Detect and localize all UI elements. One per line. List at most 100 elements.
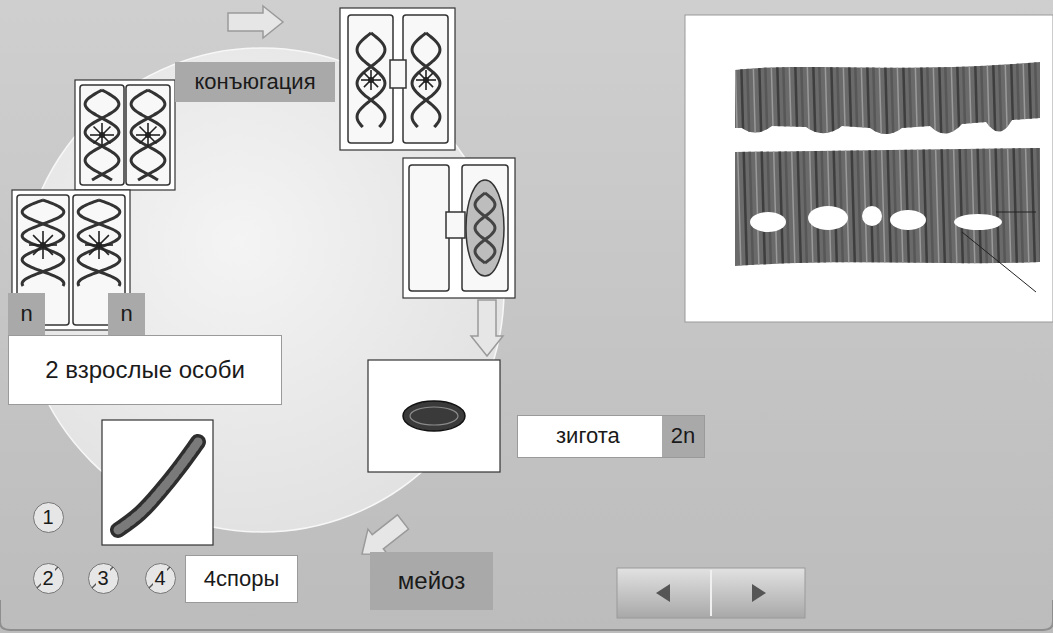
filament-stripe [1023,55,1029,270]
tube-gap [448,214,463,236]
filament-texture [735,55,1047,270]
filament-stripe [837,55,843,270]
filament-stripe [951,55,957,270]
filament-stripe [999,55,1005,270]
step-number: 2 [33,563,64,594]
ploidy-label: 2n [662,416,704,457]
strike-line [92,567,113,588]
conjugation-tube [446,212,465,238]
filament-stripe [873,55,879,270]
filament-stripe [1035,55,1041,270]
filament-stripe [735,55,741,270]
figure-panel [368,360,500,472]
filament-stripe [981,55,987,270]
filament-stripe [765,55,771,270]
filament-stripe [855,55,861,270]
micrograph-panel [685,15,1053,322]
figure-panel [75,80,175,190]
panel-frame [102,420,213,545]
panel-frame [368,360,500,472]
young-filament-detail [118,442,198,530]
nav-divider [710,570,712,616]
nucleus [96,242,102,248]
conjugation-opening [862,206,882,226]
cell-wall [348,15,393,143]
chloroplast-spiral [78,200,120,286]
node-text: 4 [153,567,166,589]
filament-stripe [1011,55,1017,270]
filament-stripe [963,55,969,270]
cell-wall [409,165,449,291]
filament-stripe [1029,55,1035,270]
strike-line [37,567,58,588]
figure-panel [340,8,455,150]
zygote [403,401,465,431]
filament-stripe [909,55,915,270]
filament-stripe [993,55,999,270]
node-text: мейоз [398,568,465,594]
filament-stripe [813,55,819,270]
filament-stripe [903,55,909,270]
nucleus [40,242,46,248]
stage-caption: 2 взрослые особи [8,335,282,405]
filament-stripe [759,55,765,270]
filament-pair [735,55,1047,270]
filament-stripe [807,55,813,270]
cycle-arrow [228,6,283,38]
filament-stripe [987,55,993,270]
node-text: зигота [556,424,620,448]
node-text: n [20,302,32,326]
conjugation-opening [750,212,786,232]
cycle-arrow [471,300,503,356]
chloroplast-spiral [85,90,119,180]
chloroplast-spiral [475,193,495,263]
filament-stripe [927,55,933,270]
filament-stripe [801,55,807,270]
filament-stripe [825,55,831,270]
step-number: 1 [33,502,64,533]
chloroplast-spiral [412,33,440,127]
chloroplast-spiral [412,33,440,127]
filament-stripe [771,55,777,270]
nucleus [99,132,105,138]
filament-stripe [1017,55,1023,270]
filament-stripe [819,55,825,270]
stage-label: мейоз [370,552,493,610]
filament-stripe [921,55,927,270]
leader-line [962,232,1036,292]
filament-stripe [849,55,855,270]
filament-stripe [831,55,837,270]
young-filament [118,442,198,530]
filament-stripe [975,55,981,270]
filament-stripe [897,55,903,270]
nucleus [145,132,151,138]
node-text: 2 [41,567,54,589]
chloroplast-spiral [357,33,385,127]
chloroplast-spiral [131,90,165,180]
panel-frame [340,8,455,150]
nav-buttons [617,568,805,618]
filament-stripe [945,55,951,270]
chloroplast-spiral [131,90,165,180]
cell-wall [403,15,448,143]
stage-caption: зигота 2n [517,415,705,458]
chloroplast-spiral [85,90,119,180]
figure-panel [403,158,515,298]
conjugation-tube [390,60,406,88]
filament-stripe [861,55,867,270]
chloroplast-spiral [22,200,64,286]
chloroplast-spiral [22,200,64,286]
filament-stripe [795,55,801,270]
node-text: 3 [96,567,109,589]
filament-stripe [891,55,897,270]
conjugation-opening [954,214,1002,230]
filament-stripe [969,55,975,270]
panel-frame [75,80,175,190]
conjugation-opening [808,206,848,230]
filament-stripe [885,55,891,270]
filament-stripe [741,55,747,270]
